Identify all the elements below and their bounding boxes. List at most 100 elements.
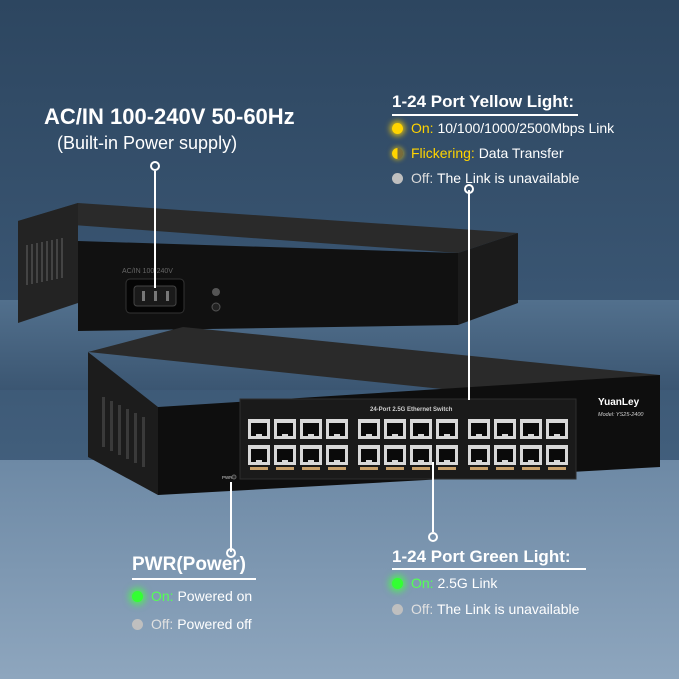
port-clip xyxy=(554,434,560,437)
pwr-on-state: On: xyxy=(151,588,174,604)
rear-side-surface xyxy=(458,233,518,325)
ethernet-port xyxy=(520,445,542,470)
ethernet-port xyxy=(384,419,406,439)
ethernet-port xyxy=(494,445,516,470)
green-off-row: Off: The Link is unavailable xyxy=(392,601,579,617)
yellow-on-row: On: 10/100/1000/2500Mbps Link xyxy=(392,120,614,136)
ethernet-port xyxy=(384,445,406,470)
port-opening xyxy=(497,423,513,436)
yellow-led-on-icon xyxy=(392,122,403,134)
power-supply-subtitle: (Built-in Power supply) xyxy=(57,133,238,153)
port-clip xyxy=(334,434,340,437)
front-vent-left xyxy=(102,397,145,467)
port-clip xyxy=(256,434,262,437)
port-clip xyxy=(282,460,288,463)
port-led-strip xyxy=(522,467,540,470)
ethernet-port xyxy=(494,419,516,439)
port-opening xyxy=(387,449,403,462)
port-opening xyxy=(471,423,487,436)
port-clip xyxy=(366,434,372,437)
port-clip xyxy=(444,460,450,463)
port-clip xyxy=(418,460,424,463)
port-clip xyxy=(476,460,482,463)
yellow-light-title: 1-24 Port Yellow Light: xyxy=(392,92,574,111)
ethernet-port xyxy=(300,445,322,470)
pwr-off-row: Off: Powered off xyxy=(132,616,252,632)
port-opening xyxy=(549,423,565,436)
port-clip xyxy=(502,460,508,463)
yellow-light-underline xyxy=(392,114,578,116)
ethernet-port xyxy=(546,445,568,470)
ethernet-port xyxy=(326,445,348,470)
port-clip xyxy=(418,434,424,437)
green-callout-line xyxy=(432,462,434,532)
port-clip xyxy=(308,434,314,437)
port-led-strip xyxy=(438,467,456,470)
port-opening xyxy=(523,423,539,436)
port-led-strip xyxy=(386,467,404,470)
pwr-on-text: Powered on xyxy=(177,588,253,604)
ethernet-port xyxy=(274,419,296,439)
pwr-off-state: Off: xyxy=(151,616,174,632)
port-opening xyxy=(303,449,319,462)
front-top-surface xyxy=(88,327,660,402)
pwr-title: PWR(Power) xyxy=(132,554,246,575)
green-off-state: Off: xyxy=(411,601,434,617)
green-led-on-icon xyxy=(392,577,403,589)
ethernet-port xyxy=(546,419,568,439)
pwr-callout-line xyxy=(230,482,232,552)
port-clip xyxy=(256,460,262,463)
yellow-on-text: 10/100/1000/2500Mbps Link xyxy=(437,120,615,136)
switch-front-view: 24-Port 2.5G Ethernet Switch YuanLey Mod… xyxy=(88,327,660,495)
ethernet-port xyxy=(410,445,432,470)
port-opening xyxy=(251,449,267,462)
port-opening xyxy=(523,449,539,462)
port-led-strip xyxy=(302,467,320,470)
port-clip xyxy=(308,460,314,463)
port-opening xyxy=(439,449,455,462)
port-opening xyxy=(549,449,565,462)
pwr-underline xyxy=(132,578,256,580)
port-opening xyxy=(413,423,429,436)
port-opening xyxy=(471,449,487,462)
ethernet-port xyxy=(468,419,490,439)
green-light-title: 1-24 Port Green Light: xyxy=(392,547,571,566)
ethernet-port xyxy=(248,419,270,439)
ethernet-port xyxy=(274,445,296,470)
ethernet-port xyxy=(300,419,322,439)
port-led-strip xyxy=(328,467,346,470)
power-supply-title: AC/IN 100-240V 50-60Hz xyxy=(44,104,295,129)
model-label: Model: YS25-2400 xyxy=(598,412,644,418)
port-grid xyxy=(248,419,568,470)
front-left-side xyxy=(88,352,158,495)
yellow-flicker-row: Flickering: Data Transfer xyxy=(392,145,564,161)
yellow-led-flicker-icon xyxy=(392,147,403,159)
pwr-on-row: On: Powered on xyxy=(132,588,252,604)
yellow-flicker-state: Flickering: xyxy=(411,145,475,161)
port-led-strip xyxy=(496,467,514,470)
pwr-off-text: Powered off xyxy=(177,616,252,632)
ethernet-port xyxy=(358,419,380,439)
port-opening xyxy=(277,423,293,436)
yellow-off-state: Off: xyxy=(411,170,434,186)
green-on-text: 2.5G Link xyxy=(437,575,498,591)
ethernet-port xyxy=(436,419,458,439)
port-opening xyxy=(497,449,513,462)
port-opening xyxy=(361,449,377,462)
green-led-off-icon xyxy=(392,603,403,615)
port-clip xyxy=(334,460,340,463)
rear-top-surface xyxy=(18,203,518,253)
yellow-off-text: The Link is unavailable xyxy=(436,170,580,186)
green-on-state: On: xyxy=(411,575,434,591)
green-on-row: On: 2.5G Link xyxy=(392,575,497,591)
port-led-strip xyxy=(360,467,378,470)
pwr-led xyxy=(231,474,237,480)
ethernet-port xyxy=(358,445,380,470)
green-callout-marker xyxy=(428,532,438,542)
port-led-strip xyxy=(250,467,268,470)
port-clip xyxy=(282,434,288,437)
brand-logo: YuanLey xyxy=(598,397,640,408)
green-light-underline xyxy=(392,568,586,570)
rear-vent-left xyxy=(26,238,63,285)
port-clip xyxy=(366,460,372,463)
